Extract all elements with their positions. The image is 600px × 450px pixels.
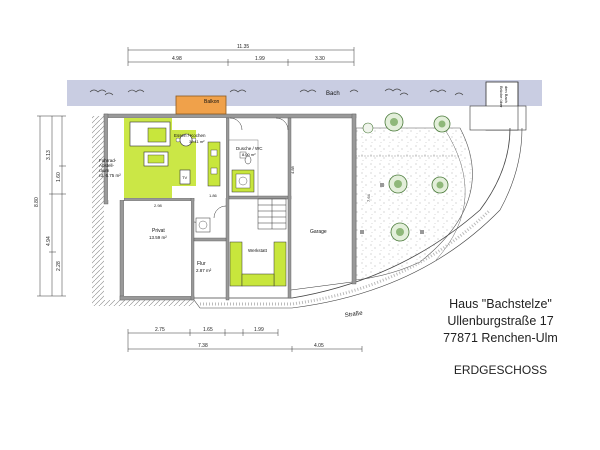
dim-bottom-b: 1.65 — [203, 327, 213, 333]
street-boundary: Straße — [193, 127, 523, 319]
privat-label: Privat — [152, 228, 165, 234]
street-address: Ullenburgstraße 17 — [447, 314, 554, 328]
tv-label: TV — [182, 175, 187, 180]
dim-inner-1: 1.86 — [209, 193, 218, 198]
garden-terrace — [355, 112, 473, 281]
privat-area: 13.59 m² — [149, 235, 167, 240]
building-walls — [103, 113, 357, 301]
bicycle-area: rd. 6.75 m² — [99, 173, 121, 178]
dim-bottom-total-b: 4.05 — [314, 343, 324, 349]
balcony: Balkon — [175, 95, 227, 115]
dim-bottom-total-a: 7.38 — [198, 343, 208, 349]
title-block: Haus "Bachstelze" Ullenburgstraße 17 778… — [418, 296, 583, 377]
room-bicycle-storage: Fahrrad- Abstell- raum rd. 6.75 m² — [99, 118, 124, 200]
shower-label: Dusche / WC — [236, 146, 263, 151]
stream-label: Bach — [326, 91, 340, 97]
room-werkstatt: Werkstatt — [229, 241, 287, 287]
floor-name: ERDGESCHOSS — [453, 363, 548, 377]
dim-left-d: 2.28 — [56, 261, 62, 271]
left-ground-hatch — [92, 116, 194, 306]
room-kitchen-dining: TV Essen / Kochen 30.11 m² — [124, 118, 226, 198]
dim-inner-privat: 2.98 — [154, 203, 163, 208]
dim-top-seg3: 3.30 — [315, 56, 325, 62]
left-dimensions — [37, 115, 66, 297]
stream-bach: Bach — [67, 80, 542, 106]
garage-label: Garage — [310, 229, 327, 235]
room-privat: Privat 13.59 m² 2.98 — [124, 201, 211, 296]
stream-area — [67, 80, 542, 106]
tv-icon — [179, 169, 191, 185]
dim-inner-2: 4.88 — [290, 165, 295, 174]
kitchen-area: 30.11 m² — [189, 139, 205, 144]
street-label: Straße — [344, 310, 363, 319]
werkstatt-label: Werkstatt — [248, 248, 268, 253]
kitchen-label: Essen / Kochen — [174, 133, 206, 138]
top-dimensions — [127, 47, 355, 66]
city-address: 77871 Renchen-Ulm — [443, 331, 558, 345]
shower-area: 8.00 m² — [242, 152, 256, 157]
dim-bottom-c: 1.99 — [254, 327, 264, 333]
bicycle-label-3: raum — [99, 168, 110, 173]
flur-area: 2.87 m² — [196, 268, 212, 273]
dim-inner-3: 7.64 — [366, 193, 371, 202]
dim-top-seg2: 1.99 — [255, 56, 265, 62]
bottom-dimensions — [127, 329, 363, 352]
dim-bottom-a: 2.75 — [155, 327, 165, 333]
bridge: Brücke über den Bach — [469, 81, 527, 131]
shrub-icon — [362, 122, 374, 134]
dim-left-a: 3.13 — [46, 150, 52, 160]
stairs — [257, 198, 287, 230]
room-garage: Garage — [290, 229, 353, 291]
room-shower-wc: Dusche / WC 8.00 m² — [228, 139, 263, 197]
toilet-icon — [244, 155, 252, 165]
dim-top-seg1: 4.98 — [172, 56, 182, 62]
bridge-label-1: Brücke über — [499, 86, 504, 108]
house-name: Haus "Bachstelze" — [449, 297, 552, 311]
dim-top-total: 11.35 — [237, 44, 249, 50]
room-flur: Flur 2.87 m² — [196, 261, 212, 273]
bridge-label-2: den Bach — [504, 86, 509, 103]
bicycle-label-2: Abstell- — [99, 163, 115, 168]
balcony-label: Balkon — [204, 99, 220, 105]
bicycle-label-1: Fahrrad- — [99, 158, 117, 163]
dim-left-c: 4.94 — [46, 236, 52, 246]
flur-label: Flur — [197, 261, 206, 267]
dim-left-b: 1.60 — [56, 172, 62, 182]
dim-left-total: 8.80 — [34, 197, 40, 207]
